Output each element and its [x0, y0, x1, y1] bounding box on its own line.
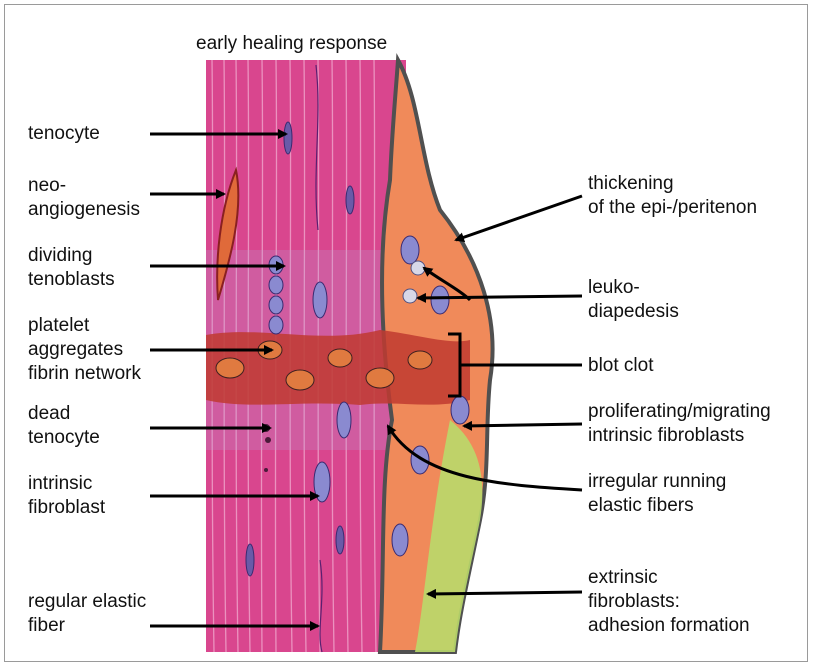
- label-regular-elastic-fiber: regular elastic fiber: [28, 590, 146, 638]
- label-dividing-tenoblasts: dividing tenoblasts: [28, 244, 115, 292]
- arrow-thickening: [456, 196, 582, 240]
- arrow-extrinsic: [428, 592, 582, 594]
- arrow-leukodiapedesis-1: [418, 296, 582, 298]
- label-dead-tenocyte: dead tenocyte: [28, 402, 100, 450]
- label-irregular-elastic: irregular running elastic fibers: [588, 470, 726, 518]
- label-proliferating: proliferating/migrating intrinsic fibrob…: [588, 400, 771, 448]
- label-intrinsic-fibroblast: intrinsic fibroblast: [28, 472, 105, 520]
- label-extrinsic: extrinsic fibroblasts: adhesion formatio…: [588, 566, 750, 638]
- label-platelet: platelet aggregates fibrin network: [28, 314, 141, 386]
- label-blot-clot: blot clot: [588, 354, 653, 378]
- label-neoangiogenesis: neo- angiogenesis: [28, 174, 140, 222]
- arrow-proliferating: [464, 424, 582, 426]
- label-leukodiapedesis: leuko- diapedesis: [588, 276, 679, 324]
- label-thickening: thickening of the epi-/peritenon: [588, 172, 757, 220]
- blood-clot: [206, 330, 470, 405]
- figure-title: early healing response: [196, 32, 387, 56]
- label-tenocyte: tenocyte: [28, 122, 100, 146]
